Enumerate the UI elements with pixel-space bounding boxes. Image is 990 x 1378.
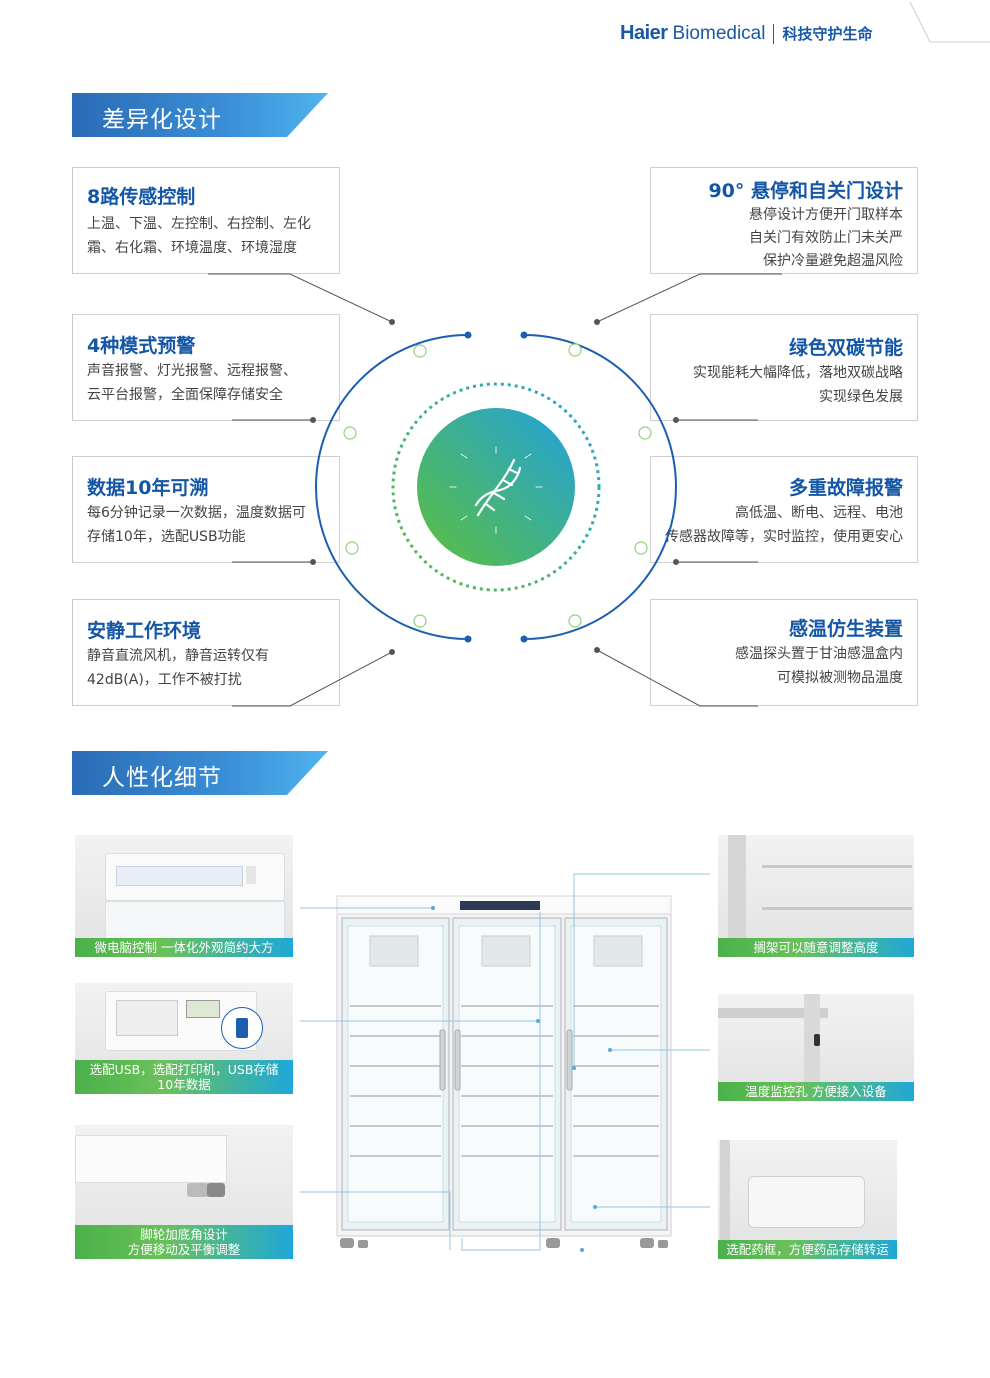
feature-box-alarm-modes: 4种模式预警 声音报警、灯光报警、远程报警、 云平台报警，全面保障存储安全 (72, 314, 340, 421)
tile-caption: 选配USB，选配打印机，USB存储 10年数据 (75, 1060, 293, 1094)
section-banner-details: 人性化细节 (72, 751, 328, 795)
detail-tile-shelves: 搁架可以随意调整高度 (718, 835, 914, 957)
lcd-display (186, 1000, 220, 1018)
fridge-display-strip (460, 901, 540, 910)
feature-box-sensor: 8路传感控制 上温、下温、左控制、右控制、左化 霜、右化霜、环境温度、环境湿度 (72, 167, 340, 274)
feature-desc-line: 上温、下温、左控制、右控制、左化 (87, 216, 311, 232)
feature-title: 4种模式预警 (87, 335, 196, 357)
door-frame-image (728, 835, 746, 940)
header-corner-line (910, 1, 990, 43)
feature-desc-line: 实现能耗大幅降低，落地双碳战略 (693, 365, 903, 381)
feature-title: 安静工作环境 (87, 620, 202, 642)
tile-caption: 脚轮加底角设计 方便移动及平衡调整 (75, 1225, 293, 1259)
detail-tile-basket: 选配药框，方便药品存储转运 (718, 1140, 897, 1259)
shelf-line (762, 907, 912, 910)
feature-desc-line: 霜、右化霜、环境温度、环境湿度 (87, 240, 297, 256)
foot-adjuster-icon (207, 1183, 225, 1197)
feature-box-quiet: 安静工作环境 静音直流风机，静音运转仅有 42dB(A)，工作不被打扰 (72, 599, 340, 706)
shelf-line (762, 865, 912, 868)
feature-title: 90° 悬停和自关门设计 (708, 180, 903, 202)
feature-box-data-trace: 数据10年可溯 每6分钟记录一次数据，温度数据可 存储10年，选配USB功能 (72, 456, 340, 563)
control-panel-image (105, 853, 285, 901)
caster-wheel-icon (187, 1183, 209, 1197)
side-wall-image (804, 994, 820, 1084)
feature-box-door: 90° 悬停和自关门设计 悬停设计方便开门取样本 自关门有效防止门未关严 保护冷… (650, 167, 918, 274)
display-strip (116, 866, 243, 886)
feature-desc-line: 每6分钟记录一次数据，温度数据可 (87, 505, 306, 521)
feature-title: 多重故障报警 (788, 477, 903, 499)
brand-name: Haier (620, 22, 668, 44)
caption-line: 脚轮加底角设计 (140, 1227, 228, 1242)
detail-tile-casters: 脚轮加底角设计 方便移动及平衡调整 (75, 1125, 293, 1259)
feature-box-probe: 感温仿生装置 感温探头置于甘油感温盒内 可模拟被测物品温度 (650, 599, 918, 706)
section-banner-design: 差异化设计 (72, 93, 328, 137)
feature-box-energy: 绿色双碳节能 实现能耗大幅降低，落地双碳战略 实现绿色发展 (650, 314, 918, 421)
detail-tile-monitor-port: 温度监控孔 方便接入设备 (718, 994, 914, 1101)
feature-desc-line: 静音直流风机，静音运转仅有 (87, 648, 269, 664)
port-icon (814, 1034, 820, 1046)
usb-icon (221, 1007, 263, 1049)
side-wall-image (720, 1140, 730, 1240)
brand-divider (773, 23, 775, 44)
medicine-basket-image (748, 1176, 865, 1228)
section-title-details: 人性化细节 (102, 765, 222, 791)
printer-slot (116, 1000, 178, 1036)
caption-line: 微电脑控制 一体化外观简约大方 (94, 940, 274, 955)
tile-caption: 搁架可以随意调整高度 (718, 938, 914, 957)
feature-desc-line: 传感器故障等，实时监控，使用更安心 (665, 529, 903, 545)
feature-desc-line: 声音报警、灯光报警、远程报警、 (87, 363, 297, 379)
feature-title: 数据10年可溯 (87, 477, 209, 499)
basket-image (75, 1135, 227, 1183)
section-title-design: 差异化设计 (102, 107, 222, 133)
feature-desc-line: 存储10年，选配USB功能 (87, 529, 246, 545)
feature-title: 8路传感控制 (87, 186, 196, 208)
caption-line: 温度监控孔 方便接入设备 (745, 1084, 887, 1099)
caption-line: 搁架可以随意调整高度 (753, 940, 879, 955)
center-diagram (208, 273, 782, 707)
feature-desc-line: 可模拟被测物品温度 (777, 670, 903, 686)
brand-logo: Haier Biomedical 科技守护生命 (620, 22, 872, 45)
feature-title: 绿色双碳节能 (788, 337, 903, 359)
caption-line: 选配药框，方便药品存储转运 (726, 1242, 889, 1257)
button-icon (246, 866, 256, 884)
tile-caption: 选配药框，方便药品存储转运 (718, 1240, 897, 1259)
detail-tile-usb: 选配USB，选配打印机，USB存储 10年数据 (75, 983, 293, 1094)
feature-box-fault-alarm: 多重故障报警 高低温、断电、远程、电池 传感器故障等，实时监控，使用更安心 (650, 456, 918, 563)
feature-desc-line: 自关门有效防止门未关严 (749, 230, 903, 246)
caption-line: 方便移动及平衡调整 (127, 1242, 241, 1257)
feature-desc-line: 实现绿色发展 (819, 389, 903, 405)
feature-desc-line: 悬停设计方便开门取样本 (749, 207, 903, 223)
feature-desc-line: 感温探头置于甘油感温盒内 (735, 646, 903, 662)
feature-desc-line: 云平台报警，全面保障存储安全 (87, 387, 283, 403)
brand-subname: Biomedical (672, 22, 766, 44)
feature-desc-line: 42dB(A)，工作不被打扰 (87, 672, 242, 688)
feature-desc-line: 高低温、断电、远程、电池 (735, 505, 903, 521)
feature-desc-line: 保护冷量避免超温风险 (763, 253, 903, 269)
tile-caption: 温度监控孔 方便接入设备 (718, 1082, 914, 1101)
caption-line: 选配USB，选配打印机，USB存储 (89, 1062, 279, 1077)
detail-tile-controller: 微电脑控制 一体化外观简约大方 (75, 835, 293, 957)
frame-bar-image (718, 1008, 828, 1018)
refrigerator-illustration (300, 873, 710, 1252)
brand-slogan: 科技守护生命 (782, 26, 873, 43)
dna-icon (449, 446, 543, 534)
caption-line: 10年数据 (157, 1077, 211, 1092)
cabinet-top-image (105, 901, 285, 943)
tile-caption: 微电脑控制 一体化外观简约大方 (75, 938, 293, 957)
feature-title: 感温仿生装置 (788, 618, 903, 640)
